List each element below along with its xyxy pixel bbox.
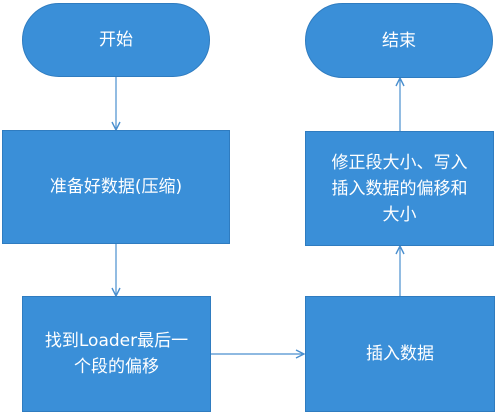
find-segment-offset-node: 找到Loader最后一 个段的偏移 [22, 296, 211, 412]
end-node: 结束 [305, 3, 493, 78]
prepare-data-label: 准备好数据(压缩) [49, 177, 183, 197]
prepare-data-node: 准备好数据(压缩) [2, 130, 230, 244]
fix-segment-size-label: 修正段大小、写入 插入数据的偏移和 大小 [331, 152, 468, 225]
find-segment-offset-label: 找到Loader最后一 个段的偏移 [44, 331, 189, 377]
fix-segment-size-node: 修正段大小、写入 插入数据的偏移和 大小 [305, 131, 494, 246]
end-label: 结束 [382, 30, 416, 51]
start-node: 开始 [22, 3, 210, 77]
insert-data-node: 插入数据 [305, 296, 495, 412]
start-label: 开始 [99, 30, 133, 50]
insert-data-label: 插入数据 [366, 344, 434, 364]
